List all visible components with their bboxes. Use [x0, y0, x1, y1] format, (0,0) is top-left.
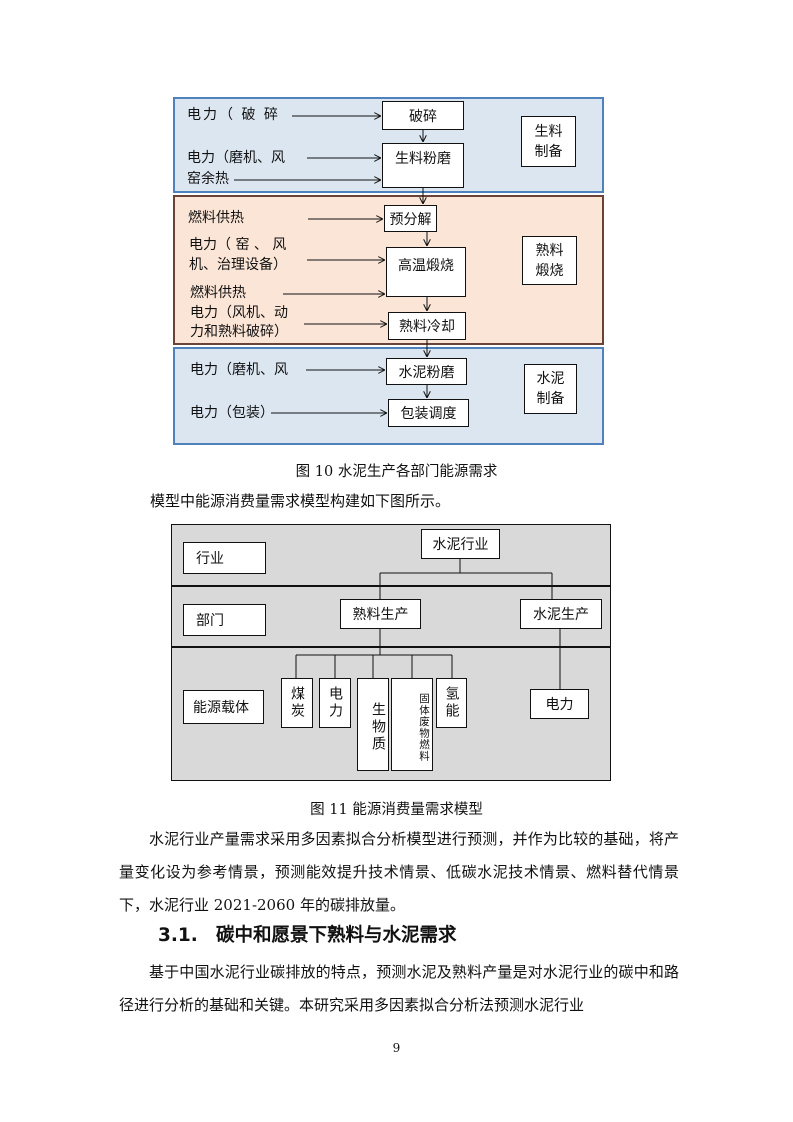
level-label-industry: 行业: [183, 542, 266, 574]
process-precalciner: 预分解: [384, 205, 437, 232]
input-label: 电力（包装）: [190, 405, 274, 421]
section-heading: 3.1. 碳中和愿景下熟料与水泥需求: [158, 921, 457, 947]
carrier-solid-waste-fuel: 固体废物燃料: [391, 678, 433, 771]
input-label: 电力（磨机、风: [190, 362, 288, 378]
carrier-cement-electricity: 电力: [530, 689, 589, 719]
figure-11-caption: 图 11 能源消费量需求模型: [310, 802, 483, 818]
input-label: 电力（ 破 碎: [187, 107, 280, 123]
process-crushing: 破碎: [382, 101, 464, 130]
stage-label-cement: 水泥制备: [524, 364, 577, 414]
input-label: 电力（风机、动: [190, 305, 288, 321]
carrier-hydrogen: 氢能: [436, 678, 467, 728]
carrier-coal: 煤炭: [281, 678, 313, 728]
page-number: 9: [392, 1041, 401, 1055]
level-label-sector: 部门: [183, 604, 266, 636]
carrier-biomass: 生物质: [357, 678, 389, 771]
node-cement-production: 水泥生产: [520, 599, 602, 629]
input-label: 电力（ 窑 、 风: [189, 237, 287, 253]
input-label: 力和熟料破碎）: [190, 324, 288, 340]
node-cement-industry: 水泥行业: [421, 529, 500, 559]
process-packing: 包装调度: [388, 399, 469, 427]
intro-line: 模型中能源消费量需求模型构建如下图所示。: [150, 492, 451, 510]
paragraph-methodology: 基于中国水泥行业碳排放的特点，预测水泥及熟料产量是对水泥行业的碳中和路径进行分析…: [119, 963, 679, 1014]
section-number: 3.1.: [158, 925, 198, 946]
process-cement-grinding: 水泥粉磨: [386, 358, 467, 385]
section-title: 碳中和愿景下熟料与水泥需求: [216, 925, 457, 946]
input-label: 燃料供热: [188, 210, 244, 226]
process-clinker-cooling: 熟料冷却: [388, 312, 466, 340]
input-label: 燃料供热: [190, 285, 246, 301]
process-kiln: 高温煅烧: [386, 247, 466, 297]
paragraph-scenarios: 水泥行业产量需求采用多因素拟合分析模型进行预测，并作为比较的基础，将产量变化设为…: [119, 830, 679, 914]
level-label-carrier: 能源载体: [183, 690, 264, 724]
stage-label-clinker: 熟料煅烧: [522, 236, 577, 285]
input-label: 窑余热: [187, 171, 229, 187]
carrier-electricity: 电力: [319, 678, 351, 728]
input-label: 机、治理设备）: [189, 257, 287, 273]
stage-label-raw: 生料制备: [521, 116, 576, 167]
node-clinker-production: 熟料生产: [340, 599, 421, 629]
figure-10-caption: 图 10 水泥生产各部门能源需求: [295, 464, 498, 480]
input-label: 电力（磨机、风: [187, 150, 285, 166]
process-raw-grinding: 生料粉磨: [382, 143, 464, 188]
